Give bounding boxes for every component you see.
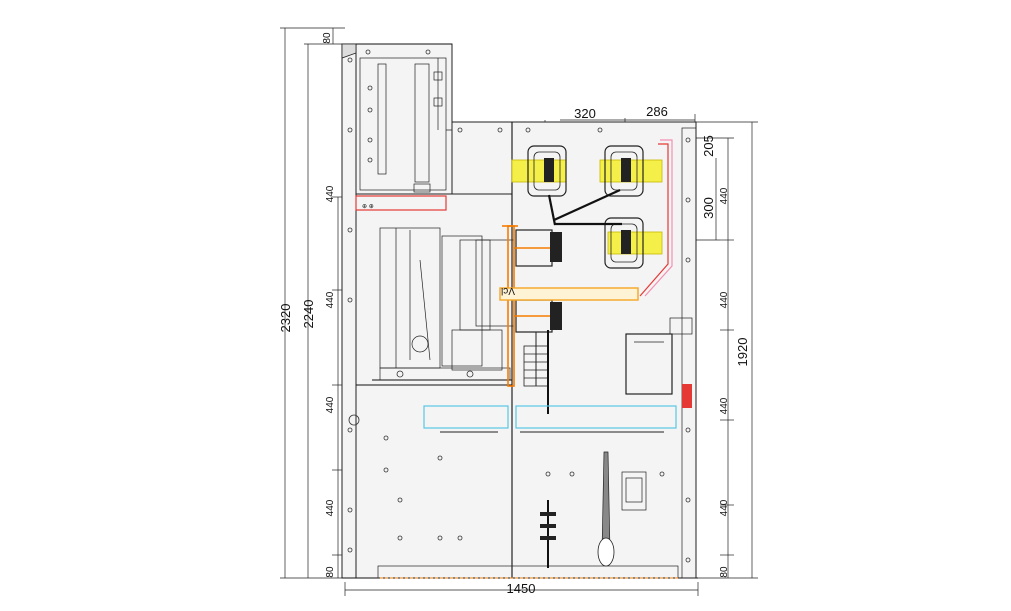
dim-pitch-right-1: 440 bbox=[719, 187, 730, 204]
busbar-chamber bbox=[511, 139, 673, 297]
dim-pitch-right-2: 440 bbox=[719, 291, 730, 308]
relay-box bbox=[625, 317, 693, 408]
dim-pitch-left-4: 440 bbox=[325, 499, 336, 516]
dim-pitch-left-1: 440 bbox=[325, 185, 336, 202]
breaker-truck bbox=[372, 227, 515, 381]
dimension-lines bbox=[280, 27, 758, 596]
dim-top-right: 205 bbox=[701, 135, 716, 157]
dim-inner-height: 2240 bbox=[301, 300, 316, 329]
fixing-holes bbox=[347, 49, 691, 563]
dim-pitch-left-2: 440 bbox=[325, 291, 336, 308]
dim-top-offset: 80 bbox=[322, 32, 333, 44]
dim-total-width: 1450 bbox=[507, 581, 536, 596]
contact-arms: Vcl bbox=[499, 225, 639, 414]
dim-ct-offset: 286 bbox=[646, 104, 668, 119]
dim-pitch-left-3: 440 bbox=[325, 396, 336, 413]
dim-vertical-300: 300 bbox=[701, 197, 716, 219]
dim-bottom-right-offset: 80 bbox=[719, 566, 730, 578]
dim-right-height: 1920 bbox=[735, 338, 750, 367]
dim-bottom-left-offset: 80 bbox=[325, 566, 336, 578]
lv-duct-outline bbox=[355, 195, 447, 211]
dim-total-height: 2320 bbox=[278, 304, 293, 333]
dim-pitch-right-4: 440 bbox=[719, 499, 730, 516]
lower-equipment bbox=[540, 451, 647, 568]
cable-trays bbox=[423, 405, 677, 433]
dim-ct-spacing: 320 bbox=[574, 106, 596, 121]
svg-text:⊕ ⊕: ⊕ ⊕ bbox=[362, 204, 374, 210]
dim-pitch-right-3: 440 bbox=[719, 397, 730, 414]
cabinet-frame bbox=[341, 43, 698, 579]
ct-label: Vcl bbox=[501, 285, 515, 296]
